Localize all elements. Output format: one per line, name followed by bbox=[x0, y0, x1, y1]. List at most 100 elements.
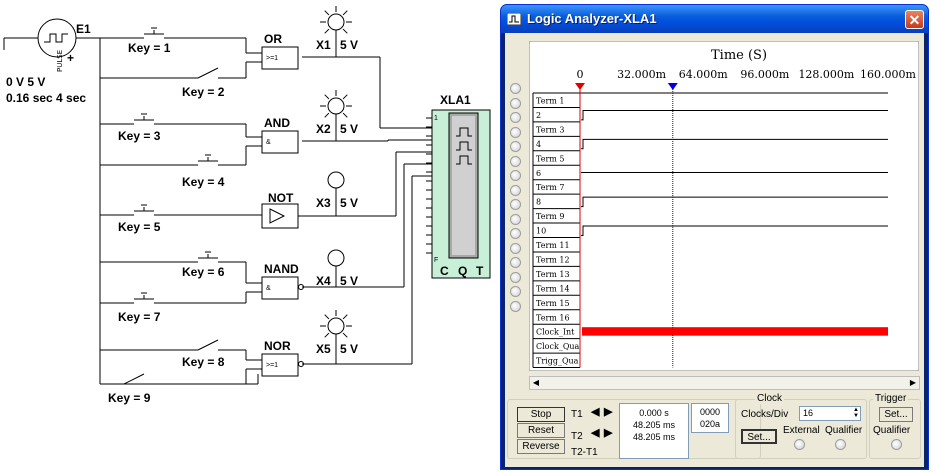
channel-radio-15[interactable] bbox=[510, 286, 521, 297]
channel-radio-5[interactable] bbox=[510, 141, 521, 152]
channel-radio-14[interactable] bbox=[510, 271, 521, 283]
trigger-set-button[interactable]: Set... bbox=[879, 407, 913, 422]
clock-group bbox=[735, 399, 867, 459]
spinner-icon[interactable]: ▲▼ bbox=[853, 407, 859, 419]
t2-label: T2 bbox=[571, 431, 583, 442]
time-tick-label: 128.000m bbox=[798, 68, 854, 81]
trace-high bbox=[581, 225, 888, 236]
time-axis-title: Time (S) bbox=[711, 48, 767, 63]
probe-x3[interactable]: X3 5 V bbox=[302, 171, 358, 217]
stop-button[interactable]: Stop bbox=[517, 407, 565, 422]
channel-radio-7[interactable] bbox=[510, 170, 521, 181]
key-label-4: Key = 4 bbox=[182, 175, 225, 189]
gate-nor[interactable]: NOR>=1 bbox=[245, 339, 304, 384]
reverse-button[interactable]: Reverse bbox=[517, 439, 565, 454]
analyzer-pin-bottom: F bbox=[434, 257, 438, 264]
gate-symbol: & bbox=[266, 139, 271, 146]
channel-label: Term 11 bbox=[536, 241, 570, 250]
gate-not[interactable]: NOT bbox=[261, 191, 314, 229]
clock-qualifier-radio[interactable] bbox=[835, 439, 846, 450]
time-readout: 0.000 s 48.205 ms 48.205 ms bbox=[619, 403, 689, 459]
probe-voltage: 5 V bbox=[340, 196, 358, 210]
channel-label: 10 bbox=[536, 227, 546, 236]
scroll-left-icon[interactable]: ◀ bbox=[532, 378, 540, 387]
gate-symbol: >=1 bbox=[266, 55, 278, 62]
source-name: E1 bbox=[76, 22, 91, 36]
logic-analyzer-xla1[interactable]: XLA1 1 F C Q T bbox=[431, 93, 491, 279]
horizontal-scrollbar[interactable]: ◀ ▶ bbox=[529, 376, 920, 390]
switch-key-1[interactable]: Key = 1 bbox=[100, 27, 246, 55]
trace-high bbox=[581, 138, 888, 150]
probe-name: X3 bbox=[316, 196, 331, 210]
cursor-t2-handle-icon[interactable] bbox=[667, 83, 678, 90]
t2-left-icon[interactable]: ◀ bbox=[591, 427, 600, 439]
switch-key-5[interactable]: Key = 5 bbox=[100, 204, 262, 234]
trigger-qualifier-label: Qualifier bbox=[873, 425, 911, 436]
channel-radio-12[interactable] bbox=[510, 242, 521, 254]
gate-or[interactable]: OR>=1 bbox=[245, 32, 299, 78]
trigger-qualifier-radio[interactable] bbox=[891, 439, 902, 450]
switch-key-8[interactable]: Key = 8 bbox=[100, 339, 246, 369]
source-symbol-text: PULSE bbox=[56, 50, 64, 72]
source-plus: + bbox=[67, 51, 74, 65]
analyzer-pin-q: Q bbox=[458, 264, 467, 278]
channel-radios bbox=[510, 83, 524, 343]
t1-right-icon[interactable]: ▶ bbox=[604, 406, 613, 418]
channel-label: 8 bbox=[536, 198, 541, 207]
external-radio[interactable] bbox=[794, 439, 805, 450]
trace-high bbox=[581, 109, 888, 121]
key-label-2: Key = 2 bbox=[182, 85, 225, 99]
analyzer-name: XLA1 bbox=[440, 93, 471, 107]
switch-key-4[interactable]: Key = 4 bbox=[100, 154, 246, 189]
hex-readout: 0000 020a bbox=[691, 403, 729, 433]
clocks-per-div-input[interactable]: 16 ▲▼ bbox=[799, 406, 861, 421]
switch-key-3[interactable]: Key = 3 bbox=[100, 113, 246, 143]
channel-label: Term 1 bbox=[536, 97, 565, 106]
channel-radio-16[interactable] bbox=[510, 300, 521, 312]
gate-and[interactable]: AND & bbox=[245, 116, 299, 165]
channel-label: 4 bbox=[536, 140, 541, 149]
channel-radio-6[interactable] bbox=[510, 155, 521, 167]
channel-label: Trigg_Qua bbox=[536, 357, 579, 366]
channel-label: 6 bbox=[536, 169, 541, 178]
channel-radio-9[interactable] bbox=[510, 199, 521, 210]
channel-label: Term 5 bbox=[536, 154, 565, 163]
circuit-schematic: E1 PULSE + 0 V 5 V 0.16 sec 4 sec Key = … bbox=[3, 6, 491, 405]
switch-key-9[interactable]: Key = 9 bbox=[108, 373, 151, 405]
clock-set-button[interactable]: Set... bbox=[741, 429, 777, 444]
channel-radio-2[interactable] bbox=[510, 97, 521, 109]
channel-radio-10[interactable] bbox=[510, 213, 521, 225]
switch-key-2[interactable]: Key = 2 bbox=[100, 67, 246, 99]
switch-key-7[interactable]: Key = 7 bbox=[100, 292, 246, 324]
scroll-right-icon[interactable]: ▶ bbox=[909, 378, 917, 387]
gate-name: NOR bbox=[264, 339, 291, 353]
channel-radio-1[interactable] bbox=[510, 83, 521, 94]
channel-radio-11[interactable] bbox=[510, 228, 521, 239]
key-label-8: Key = 8 bbox=[182, 355, 225, 369]
close-button[interactable]: ✕ bbox=[905, 10, 924, 29]
channel-label: Term 13 bbox=[536, 270, 570, 279]
gate-nand[interactable]: NAND& bbox=[245, 262, 304, 303]
title-bar[interactable]: Logic Analyzer-XLA1 ✕ bbox=[501, 5, 928, 33]
channel-radio-4[interactable] bbox=[510, 126, 521, 138]
channel-radio-8[interactable] bbox=[510, 184, 521, 196]
switch-key-6[interactable]: Key = 6 bbox=[100, 251, 246, 279]
channel-label: Term 3 bbox=[536, 125, 565, 134]
reset-button[interactable]: Reset bbox=[517, 423, 565, 438]
channel-radio-3[interactable] bbox=[510, 112, 521, 123]
t2-t1-label: T2-T1 bbox=[571, 447, 598, 458]
key-label-5: Key = 5 bbox=[118, 220, 161, 234]
cursor-t1-handle-icon[interactable] bbox=[575, 83, 585, 90]
t1-left-icon[interactable]: ◀ bbox=[591, 406, 600, 418]
probe-name: X1 bbox=[316, 38, 331, 52]
pulse-source-e1[interactable]: E1 PULSE + 0 V 5 V 0.16 sec 4 sec bbox=[3, 18, 100, 105]
t2-right-icon[interactable]: ▶ bbox=[604, 427, 613, 439]
gate-name: AND bbox=[264, 116, 290, 130]
analyzer-pin-c: C bbox=[440, 264, 449, 278]
channel-radio-13[interactable] bbox=[510, 257, 521, 268]
